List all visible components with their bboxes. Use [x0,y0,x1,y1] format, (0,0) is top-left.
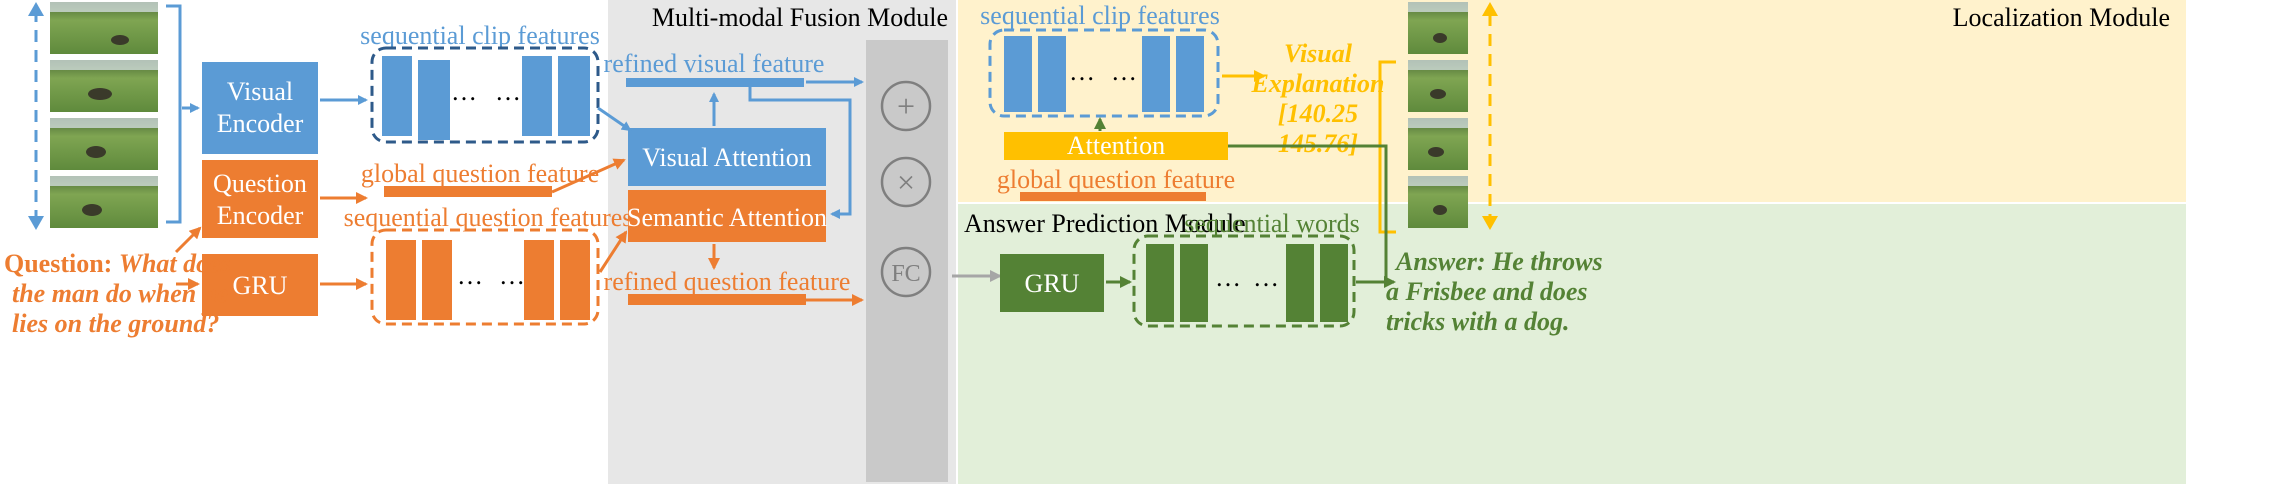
question-feature-bar [560,240,590,320]
loc-global-question-feature-bar [1020,192,1206,201]
time-axis-right-down-arrow [1482,216,1498,230]
question-gru-label: GRU [233,271,288,300]
clip-feature-bar [558,56,590,136]
time-axis-left-down-arrow [28,216,44,230]
answer-line-2: a Frisbee and does [1386,277,1588,306]
visual-explanation-line-3: [140.25 [1278,99,1358,128]
multiply-operation-icon [880,156,932,208]
global-question-feature-bar [384,186,552,197]
localization-module-title: Localization Module [1953,3,2170,32]
clip-feature-bar [522,56,552,136]
answer-module-title: Answer Prediction Module [964,209,1246,238]
answer-line-1: Answer: He throws [1394,247,1603,276]
time-axis-right-up-arrow [1482,2,1498,16]
time-axis-left-up-arrow [28,2,44,16]
refined-visual-to-semantic-arrow [748,82,852,219]
question-gru [202,254,318,316]
question-ellipsis-2: … [499,261,525,290]
multiply-operation-symbol: × [897,164,915,200]
question-line-3: lies on the ground? [12,309,219,338]
loc-clip-ellipsis-1: … [1069,57,1095,86]
clip-ellipsis-2: … [495,77,521,106]
loc-clip-feature-bar [1038,36,1066,112]
question-encoder-label-2: Encoder [217,201,304,230]
word-ellipsis-1: … [1215,263,1241,292]
visual-explanation-line-1: Visual [1284,39,1353,68]
question-feature-bar [386,240,416,320]
question-feature-bar [422,240,452,320]
fusion-module-title: Multi-modal Fusion Module [652,3,948,32]
output-answer: Answer: He throws a Frisbee and does tri… [1386,247,1603,336]
semantic-attention-label: Semantic Attention [627,203,827,232]
fc-operation-icon [880,246,932,298]
visual-explanation-line-4: 145.76] [1278,129,1358,158]
refined-question-feature-label: refined question feature [604,267,851,296]
word-ellipsis-2: … [1253,263,1279,292]
question-to-encoder-arrow [174,226,202,254]
loc-clip-feature-bar [1004,36,1032,112]
add-operation-symbol: + [897,88,915,124]
input-video-frames [50,2,158,228]
answer-line-3: tricks with a dog. [1386,307,1569,336]
sequential-clip-features-group [370,46,600,144]
global-to-visual-attention-arrow [551,158,626,194]
sequential-question-features-group [370,228,600,326]
localization-attention-label: Attention [1067,131,1165,160]
fc-operation-label: FC [891,261,920,287]
semantic-attention [628,190,826,242]
question-encoder-label-1: Question [213,169,307,198]
clip-feature-bar [418,60,450,140]
loc-clip-feature-bar [1142,36,1170,112]
loc-sequential-clip-features-label: sequential clip features [980,1,1220,30]
global-question-feature-label: global question feature [361,159,599,188]
localization-attention [1004,132,1228,160]
sequential-clip-features-label: sequential clip features [360,21,600,50]
answer-gru [1000,254,1104,312]
answer-gru-label: GRU [1025,269,1080,298]
visual-attention [628,128,826,186]
clip-ellipsis-1: … [451,77,477,106]
refined-question-feature-bar [628,294,806,305]
visual-encoder-label-2: Encoder [217,109,304,138]
sequential-question-features-label: sequential question features [344,203,633,232]
fusion-column [866,40,948,482]
question-feature-bar [524,240,554,320]
clip-feature-bar [382,56,412,136]
visual-encoder-label-1: Visual [227,77,293,106]
question-ellipsis-1: … [457,261,483,290]
input-question: Question: What does the man do when he l… [4,249,231,338]
answer-module-panel [958,204,2186,484]
localized-video-frames [1408,2,1468,228]
word-bar [1180,244,1208,322]
word-bar [1286,244,1314,322]
word-bar [1320,244,1348,322]
add-operation-icon [880,80,932,132]
sequential-words-label: sequential words [1184,209,1359,238]
sequential-words-group [1132,234,1356,328]
attention-to-answer-arrow [1228,144,1396,288]
question-features-to-semantic-arrow [598,230,628,273]
visual-explanation: Visual Explanation [140.25 145.76] [1251,39,1385,158]
question-line-1: Question: What does [4,249,231,278]
loc-clip-feature-bar [1176,36,1204,112]
word-bar [1146,244,1174,322]
visual-explanation-line-2: Explanation [1251,69,1385,98]
loc-clip-ellipsis-2: … [1111,57,1137,86]
refined-visual-feature-bar [626,78,804,87]
loc-global-question-feature-label: global question feature [997,165,1235,194]
clips-to-visual-attention-arrow [597,106,632,132]
refined-visual-feature-label: refined visual feature [604,49,825,78]
loc-clip-features-group [988,28,1220,118]
question-encoder [202,160,318,238]
visual-encoder [202,62,318,154]
visual-attention-label: Visual Attention [642,143,812,172]
frames-brace [166,4,182,224]
